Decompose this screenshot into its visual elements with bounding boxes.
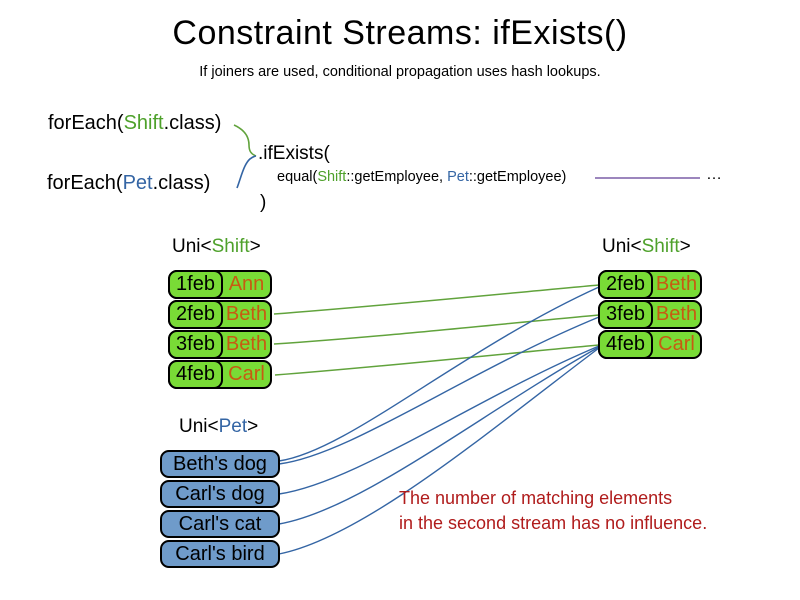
- label-text: Uni<: [602, 236, 642, 257]
- shift-employee: Carl: [228, 363, 265, 385]
- code-text: forEach(: [47, 172, 123, 194]
- shift-employee: Beth: [655, 273, 698, 295]
- shift-type-token: Shift: [211, 236, 250, 257]
- join-line-2feb: [273, 284, 600, 315]
- shift-type-token: Shift: [641, 236, 680, 257]
- code-foreach-shift: forEach(Shift.class): [48, 112, 221, 135]
- join-beths-dog-3feb: [278, 316, 600, 465]
- join-carls-cat-4feb: [278, 346, 600, 525]
- shift-employee: Beth: [225, 303, 268, 325]
- code-text: ::getEmployee): [468, 169, 567, 185]
- join-line-3feb: [273, 314, 600, 345]
- brace-bottom-blue: [236, 155, 257, 189]
- pet-list-label: Uni<Pet>: [179, 416, 258, 438]
- code-text: .class): [152, 172, 211, 194]
- shift-row: 3feb Beth: [168, 330, 272, 359]
- shift-employee: Carl: [658, 333, 695, 355]
- code-text: ::getEmployee,: [346, 169, 448, 185]
- pet-item: Carl's cat: [160, 510, 280, 538]
- note-text: The number of matching elements in the s…: [399, 486, 707, 536]
- shift-class-token: Shift: [317, 169, 347, 185]
- note-line: The number of matching elements: [399, 488, 673, 508]
- left-shift-table-label: Uni<Shift>: [172, 236, 261, 258]
- right-shift-table-label: Uni<Shift>: [602, 236, 691, 258]
- join-line-4feb: [274, 344, 600, 376]
- label-text: >: [679, 236, 691, 257]
- note-line: in the second stream has no influence.: [399, 513, 708, 533]
- shift-row: 4feb Carl: [598, 330, 702, 359]
- code-text: .class): [163, 112, 222, 134]
- shift-employee: Ann: [228, 273, 265, 295]
- label-text: >: [249, 236, 261, 257]
- code-close-paren: ): [260, 192, 267, 213]
- code-foreach-pet: forEach(Pet.class): [47, 172, 210, 195]
- join-beths-dog-2feb: [278, 286, 600, 462]
- label-text: Uni<: [172, 236, 212, 257]
- shift-date: 2feb: [598, 270, 653, 299]
- page-title: Constraint Streams: ifExists(): [172, 14, 628, 52]
- shift-date: 3feb: [168, 330, 223, 359]
- shift-date: 1feb: [168, 270, 223, 299]
- join-carls-dog-4feb: [278, 345, 600, 495]
- pet-type-token: Pet: [218, 416, 248, 437]
- ellipsis: …: [706, 166, 722, 183]
- join-carls-bird-4feb: [278, 347, 600, 555]
- shift-class-token: Shift: [123, 112, 164, 134]
- label-text: >: [247, 416, 259, 437]
- shift-date: 4feb: [598, 330, 653, 359]
- shift-employee: Beth: [225, 333, 268, 355]
- shift-employee: Beth: [655, 303, 698, 325]
- brace-top-green: [233, 124, 257, 157]
- pet-join-lines: [278, 286, 600, 555]
- page-subtitle: If joiners are used, conditional propaga…: [199, 64, 601, 80]
- shift-row: 1feb Ann: [168, 270, 272, 299]
- pet-list: Beth's dog Carl's dog Carl's cat Carl's …: [160, 450, 280, 570]
- shift-row: 2feb Beth: [168, 300, 272, 329]
- left-shift-table: 1feb Ann 2feb Beth 3feb Beth 4feb Carl: [168, 270, 272, 390]
- code-text: forEach(: [48, 112, 124, 134]
- shift-join-lines: [273, 284, 600, 376]
- code-text: equal(: [277, 169, 318, 185]
- shift-row: 3feb Beth: [598, 300, 702, 329]
- shift-row: 4feb Carl: [168, 360, 272, 389]
- pet-item: Carl's bird: [160, 540, 280, 568]
- shift-row: 2feb Beth: [598, 270, 702, 299]
- pet-class-token: Pet: [447, 169, 469, 185]
- right-shift-table: 2feb Beth 3feb Beth 4feb Carl: [598, 270, 702, 360]
- pet-class-token: Pet: [122, 172, 153, 194]
- code-ifexists: .ifExists(: [258, 143, 330, 164]
- shift-date: 4feb: [168, 360, 223, 389]
- shift-date: 2feb: [168, 300, 223, 329]
- code-equal-joiner: equal(Shift::getEmployee, Pet::getEmploy…: [277, 169, 566, 185]
- pet-item: Beth's dog: [160, 450, 280, 478]
- shift-date: 3feb: [598, 300, 653, 329]
- pet-item: Carl's dog: [160, 480, 280, 508]
- label-text: Uni<: [179, 416, 219, 437]
